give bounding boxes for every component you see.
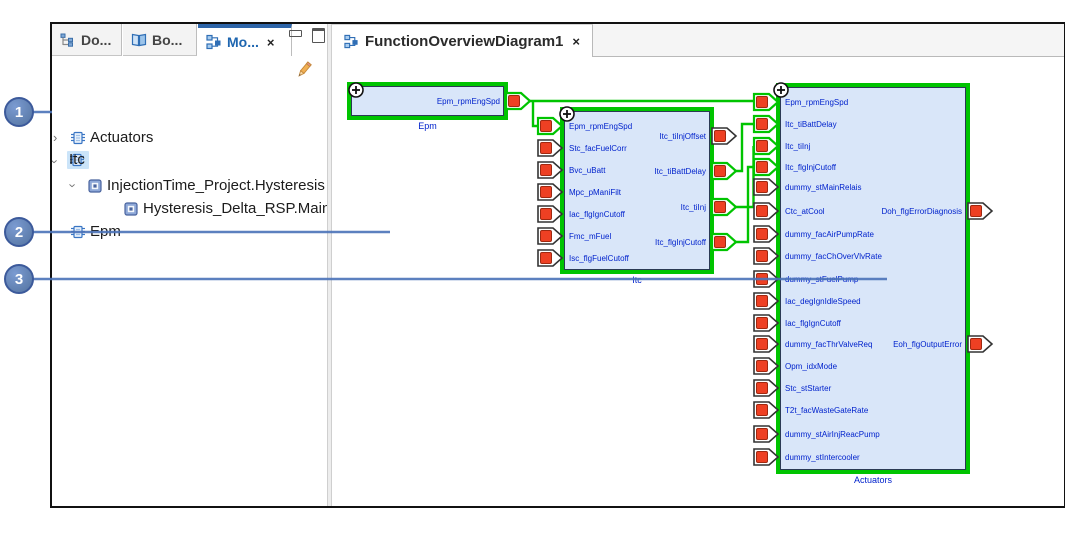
tree-item-epm[interactable]: Epm — [52, 221, 327, 243]
editor-tab-label: FunctionOverviewDiagram1 — [365, 32, 564, 50]
tree-item-injectiontime-project-hysteresis[interactable]: › InjectionTime_Project.Hysteresis — [52, 175, 327, 197]
close-icon[interactable]: × — [572, 33, 580, 49]
component-icon — [124, 202, 138, 216]
tree-item-label: Itc — [69, 151, 85, 168]
diagram-canvas[interactable] — [332, 57, 1064, 506]
pencil-icon[interactable] — [295, 60, 313, 80]
chevron-expanded-icon[interactable]: › — [52, 159, 63, 163]
tab-label: Bo... — [152, 31, 183, 48]
tree-item-itc[interactable]: › Itc — [52, 151, 327, 173]
tab-documents[interactable]: Do... — [52, 24, 122, 56]
tree-item-actuators[interactable]: › Actuators — [52, 127, 327, 149]
model-explorer-panel: Do... Bo... Mo... × — [52, 24, 327, 506]
book-icon — [131, 33, 147, 46]
left-tab-bar: Do... Bo... Mo... × — [52, 24, 327, 56]
module-chip-icon — [71, 131, 85, 145]
diagram-editor: FunctionOverviewDiagram1 × — [332, 24, 1064, 506]
tree-item-hysteresis-delta-rsp-main[interactable]: Hysteresis_Delta_RSP.Main — [52, 198, 327, 220]
tab-model-active[interactable]: Mo... × — [198, 24, 292, 56]
callout-badge-2: 2 — [4, 217, 34, 247]
tab-label: Do... — [81, 31, 112, 48]
callout-badge-3: 3 — [4, 264, 34, 294]
tab-label: Mo... — [227, 34, 259, 50]
chevron-collapsed-icon[interactable]: › — [53, 130, 58, 145]
tree-item-label: Actuators — [90, 129, 154, 146]
tab-function-overview-diagram[interactable]: FunctionOverviewDiagram1 × — [332, 24, 593, 57]
minimize-view-icon[interactable] — [289, 30, 302, 37]
tree-item-label: Epm — [90, 223, 121, 240]
chevron-expanded-icon[interactable]: › — [65, 183, 81, 188]
outline-tree-icon — [60, 33, 73, 47]
component-icon — [88, 179, 102, 193]
module-chip-icon — [71, 225, 85, 239]
close-icon[interactable]: × — [266, 34, 275, 50]
model-diagram-icon — [344, 34, 358, 48]
tree-item-label: InjectionTime_Project.Hysteresis — [107, 177, 325, 194]
model-diagram-icon — [206, 34, 221, 50]
panel-splitter[interactable] — [327, 24, 332, 506]
tree-item-label: Hysteresis_Delta_RSP.Main — [143, 200, 327, 217]
tab-books[interactable]: Bo... — [123, 24, 197, 56]
callout-badge-1: 1 — [4, 97, 34, 127]
maximize-view-icon[interactable] — [312, 28, 325, 43]
model-tree: › Actuators › Itc › InjectionTime_Project.Hys… — [52, 76, 327, 506]
tree-selection-highlight: Itc — [67, 151, 89, 169]
editor-tab-bar: FunctionOverviewDiagram1 × — [332, 24, 1064, 506]
module-chip-icon — [70, 153, 84, 167]
